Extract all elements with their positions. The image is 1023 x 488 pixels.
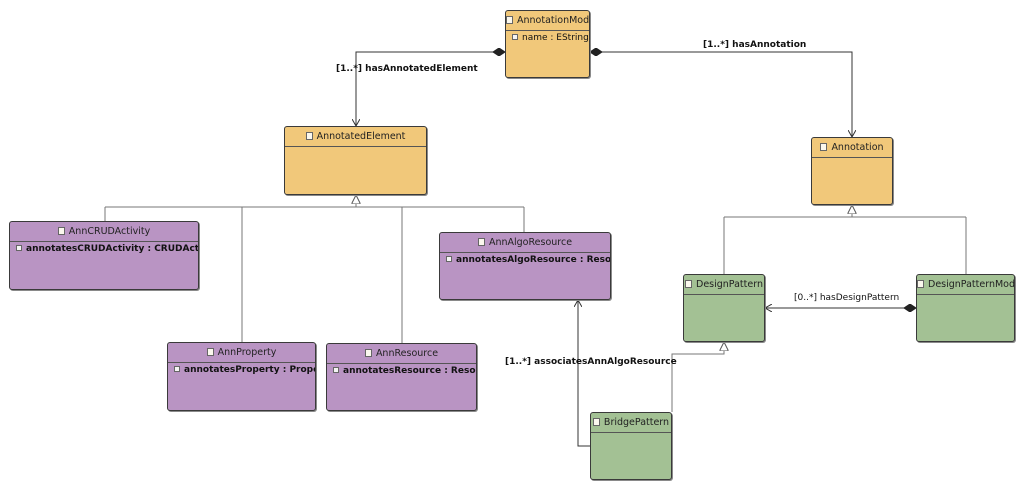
class-annotated-element[interactable]: AnnotatedElement [284,126,427,195]
eclass-icon [685,280,692,288]
class-header: BridgePattern [591,413,671,433]
class-name: AnnResource [375,348,439,359]
class-name: AnnotationModel [517,15,590,26]
class-reference[interactable]: annotatesResource : Resource [327,364,476,379]
attribute-label: name : EString [522,33,589,43]
label-associates-ann-algo-resource: [1..*] associatesAnnAlgoResource [505,357,677,367]
class-ann-property[interactable]: AnnProperty annotatesProperty : Property [167,342,316,411]
edge-has-annotation [590,52,852,137]
class-ann-resource[interactable]: AnnResource annotatesResource : Resource [326,343,477,411]
reference-icon [446,256,452,262]
edge-associates-ann-algo-resource [578,300,590,447]
eclass-icon [506,16,513,24]
class-reference[interactable]: annotatesCRUDActivity : CRUDActivity [10,242,198,257]
class-name: AnnotatedElement [316,131,406,142]
class-bridge-pattern[interactable]: BridgePattern [590,412,672,480]
class-header: DesignPattern [684,275,764,295]
class-design-pattern-model[interactable]: DesignPatternModel [916,274,1015,342]
reference-label: annotatesCRUDActivity : CRUDActivity [26,244,199,254]
class-name: DesignPattern [696,279,763,290]
class-header: AnnAlgoResource [440,233,610,253]
label-has-design-pattern: [0..*] hasDesignPattern [794,293,900,303]
class-header: AnnResource [327,344,476,364]
reference-icon [16,245,22,251]
attribute-icon [512,34,518,40]
eclass-icon [477,238,485,246]
class-name: AnnCRUDActivity [68,226,151,237]
class-header: AnnotationModel [506,11,589,31]
class-header: AnnProperty [168,343,315,363]
edge-has-annotated-element [356,52,505,126]
edge-generalization-design-pattern [671,342,724,412]
class-header: Annotation [812,138,892,158]
class-header: AnnCRUDActivity [10,222,198,242]
eclass-icon [57,227,65,235]
eclass-icon [206,348,214,356]
class-attribute[interactable]: name : EString [506,31,589,46]
class-ann-crud-activity[interactable]: AnnCRUDActivity annotatesCRUDActivity : … [9,221,199,290]
reference-label: annotatesResource : Resource [343,366,476,376]
class-name: AnnAlgoResource [488,237,573,248]
eclass-icon [820,143,828,151]
class-design-pattern[interactable]: DesignPattern [683,274,765,342]
class-annotation[interactable]: Annotation [811,137,893,205]
class-annotation-model[interactable]: AnnotationModel name : EString [505,10,590,78]
class-name: DesignPatternModel [928,279,1015,290]
class-reference[interactable]: annotatesProperty : Property [168,363,315,378]
class-header: DesignPatternModel [917,275,1014,295]
eclass-icon [364,349,372,357]
class-header: AnnotatedElement [285,127,426,147]
reference-label: annotatesProperty : Property [184,365,315,375]
class-ann-algo-resource[interactable]: AnnAlgoResource annotatesAlgoResource : … [439,232,611,300]
eclass-icon [305,132,313,140]
class-name: Annotation [831,142,884,153]
reference-label: annotatesAlgoResource : Resource [456,255,611,265]
class-name: AnnProperty [217,347,277,358]
reference-icon [333,367,339,373]
eclass-icon [917,280,924,288]
reference-icon [174,366,180,372]
label-has-annotated-element: [1..*] hasAnnotatedElement [336,64,478,74]
eclass-icon [592,418,600,426]
class-reference[interactable]: annotatesAlgoResource : Resource [440,253,610,268]
class-name: BridgePattern [603,417,670,428]
label-has-annotation: [1..*] hasAnnotation [703,40,807,50]
